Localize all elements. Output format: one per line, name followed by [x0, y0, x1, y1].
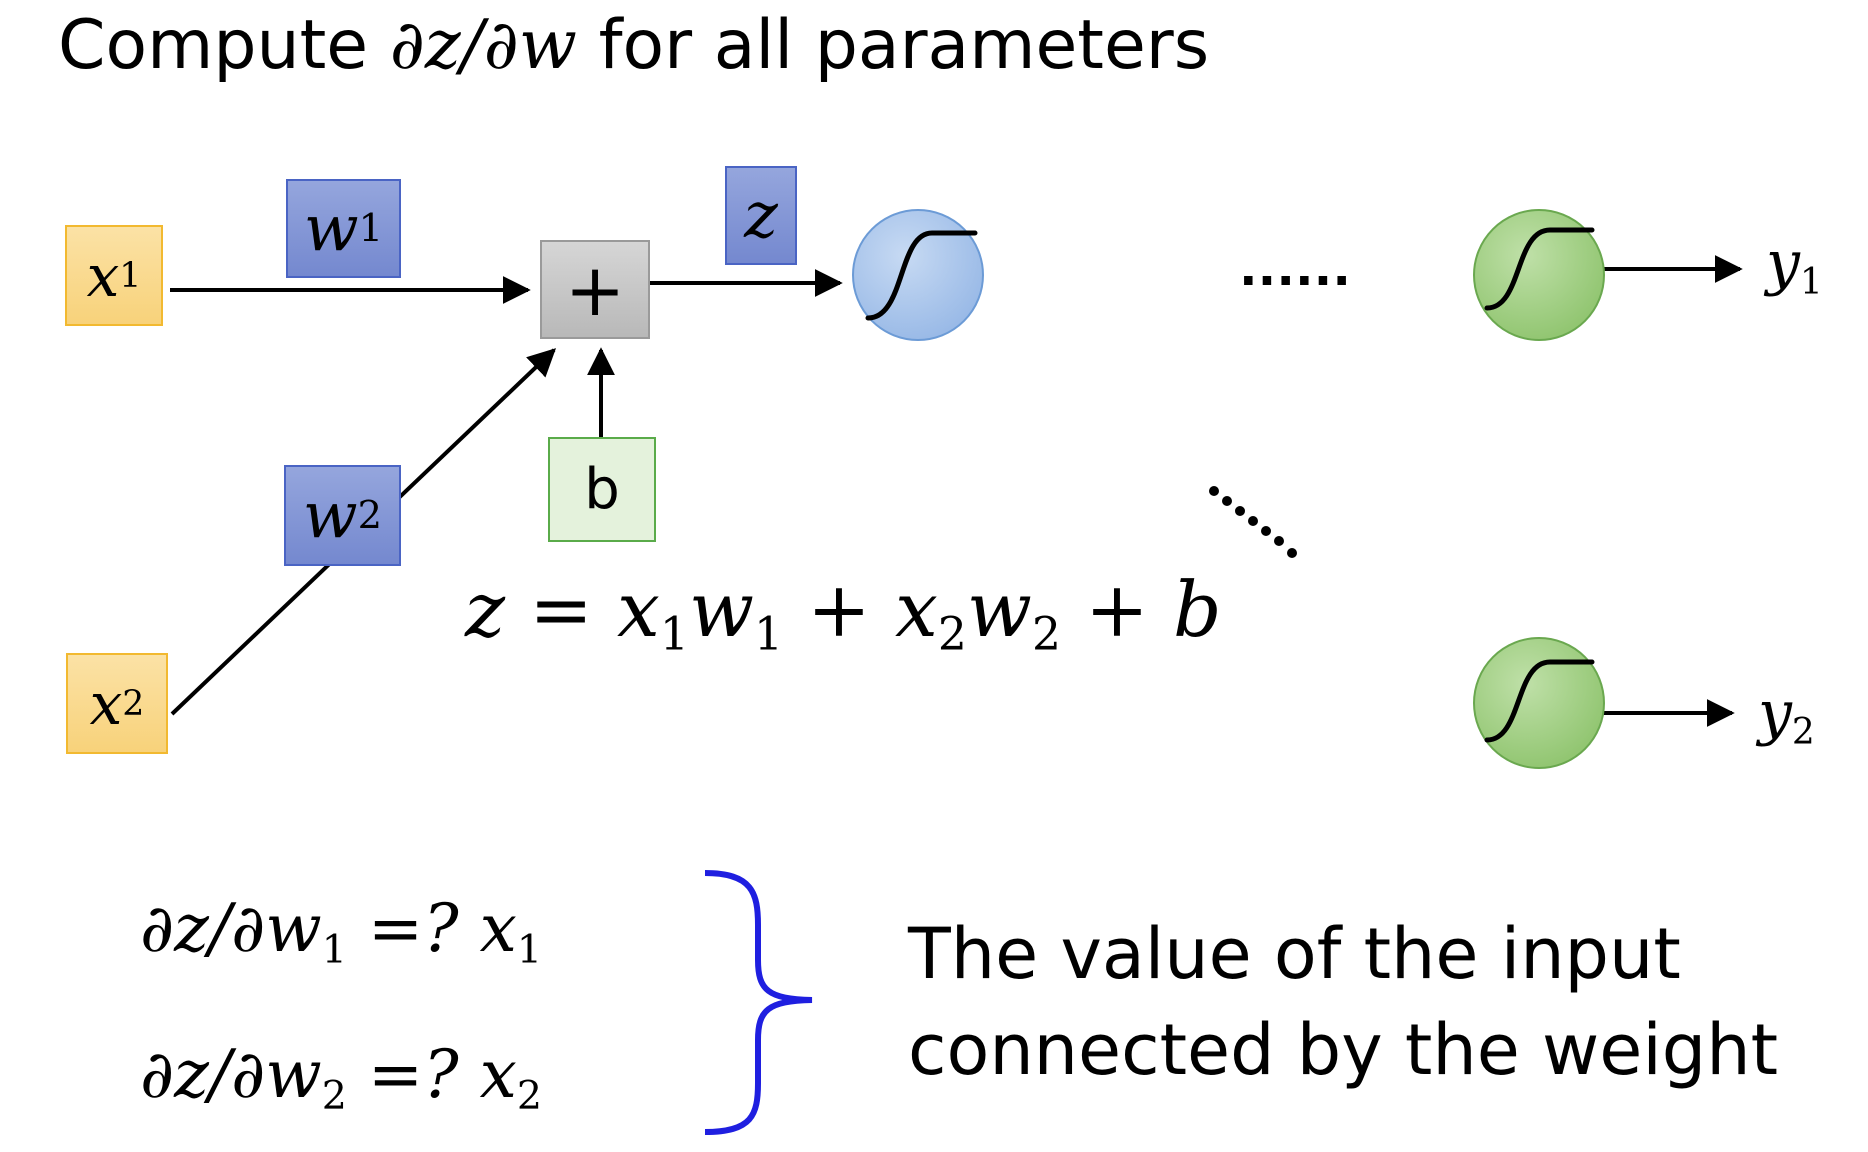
plus-label: + — [564, 247, 626, 332]
derivative-w2: ∂z/∂w2 =? x2 — [140, 1036, 543, 1119]
sigmoid-neuron-green-top — [1473, 209, 1605, 341]
z-label: z — [744, 178, 778, 253]
title-suffix: for all parameters — [576, 6, 1210, 85]
sum-box — [540, 240, 650, 339]
input-x2-box — [66, 653, 168, 754]
explanation-text: The value of the input connected by the … — [908, 906, 1778, 1098]
explanation-line-2: connected by the weight — [908, 1009, 1779, 1091]
explanation-line-1: The value of the input — [908, 913, 1681, 995]
output-y2-label: y2 — [1758, 678, 1815, 753]
sum-equation: z = x1w1 + x2w2 + b — [465, 565, 1222, 661]
ellipsis-top: ...... — [1240, 231, 1353, 298]
derivative-w1: ∂z/∂w1 =? x1 — [140, 890, 543, 973]
ellipsis-diagonal — [1209, 486, 1297, 558]
output-y1-label: y1 — [1766, 228, 1823, 303]
weight-w1-box — [286, 179, 401, 278]
input-x1-box — [65, 225, 163, 326]
curly-brace — [704, 870, 813, 1135]
page-title: Compute ∂z/∂w for all parameters — [58, 6, 1209, 85]
title-math: ∂z/∂w — [389, 6, 577, 85]
weight-w2-box — [284, 465, 401, 566]
title-prefix: Compute — [58, 6, 390, 85]
bias-label: b — [584, 457, 620, 522]
sigmoid-neuron-green-bottom — [1473, 637, 1605, 769]
bias-box — [548, 437, 656, 542]
sigmoid-neuron-blue — [852, 209, 984, 341]
z-box — [725, 166, 797, 265]
